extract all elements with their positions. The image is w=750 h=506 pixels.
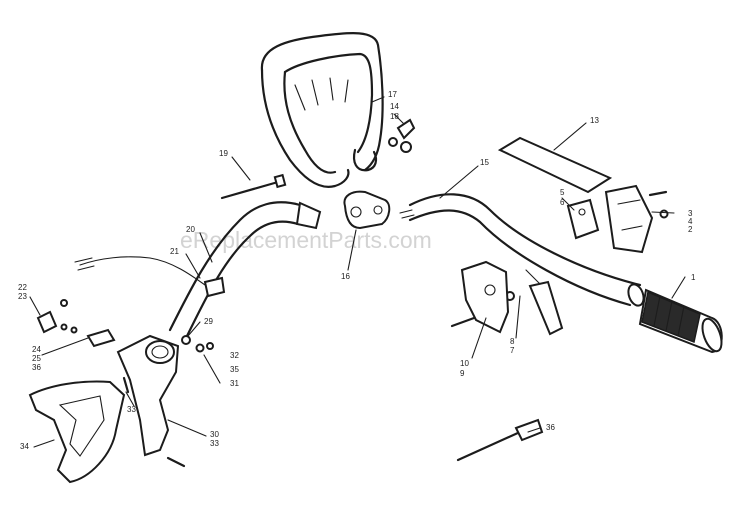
- wrench-tool-36: [456, 418, 544, 462]
- callout-1: 1: [691, 273, 696, 282]
- callout-7: 7: [510, 346, 515, 355]
- callout-17: 17: [388, 90, 397, 99]
- callout-22: 22: [18, 283, 27, 292]
- callout-20: 20: [186, 225, 195, 234]
- callout-4: 4: [688, 217, 693, 226]
- switch-housing-part: [343, 190, 391, 230]
- callout-25: 25: [32, 354, 41, 363]
- clamp-knob-part: [388, 118, 416, 153]
- callout-23: 23: [18, 292, 27, 301]
- trigger-assembly: [566, 198, 600, 240]
- callout-34: 34: [20, 442, 29, 451]
- watermark-text: eReplacementParts.com: [180, 227, 432, 253]
- decal-13: [497, 136, 613, 194]
- loop-handle-part: [260, 32, 384, 188]
- callout-29: 29: [204, 317, 213, 326]
- hand-grip-part: [638, 288, 723, 354]
- cover-plate-part: [604, 184, 669, 254]
- callout-33a: 33: [127, 405, 136, 414]
- callout-36a: 36: [32, 363, 41, 372]
- right-handle-tube: [399, 193, 645, 307]
- left-handle-tube: [168, 201, 322, 342]
- callout-14: 14: [390, 102, 399, 111]
- throttle-trigger-part: [505, 269, 564, 336]
- callout-labels: 17 14 18 19 20 21 16 15 13 1 3 4 2 5 6 8…: [18, 90, 696, 451]
- callout-36b: 36: [546, 423, 555, 432]
- callout-8: 8: [510, 337, 515, 346]
- callout-30: 30: [210, 430, 219, 439]
- callout-33b: 33: [210, 439, 219, 448]
- callout-18: 18: [390, 112, 399, 121]
- callout-19: 19: [219, 149, 228, 158]
- housing-bracket-part: [450, 260, 510, 334]
- leader-lines: [29, 96, 686, 448]
- small-hardware-left: [36, 299, 116, 348]
- callout-13: 13: [590, 116, 599, 125]
- callout-15: 15: [480, 158, 489, 167]
- callout-9: 9: [460, 369, 465, 378]
- callout-3: 3: [688, 209, 693, 218]
- callout-24: 24: [32, 345, 41, 354]
- shaft-clamp-assembly: [116, 334, 214, 468]
- callout-10: 10: [460, 359, 469, 368]
- callout-31: 31: [230, 379, 239, 388]
- callout-35: 35: [230, 365, 239, 374]
- bolt-19: [220, 173, 287, 200]
- callout-32: 32: [230, 351, 239, 360]
- throttle-cable: [74, 256, 226, 298]
- callout-5: 5: [560, 188, 565, 197]
- callout-21: 21: [170, 247, 179, 256]
- callout-6: 6: [560, 198, 565, 207]
- callout-16: 16: [341, 272, 350, 281]
- guard-plate-34: [28, 380, 126, 484]
- callout-2: 2: [688, 225, 693, 234]
